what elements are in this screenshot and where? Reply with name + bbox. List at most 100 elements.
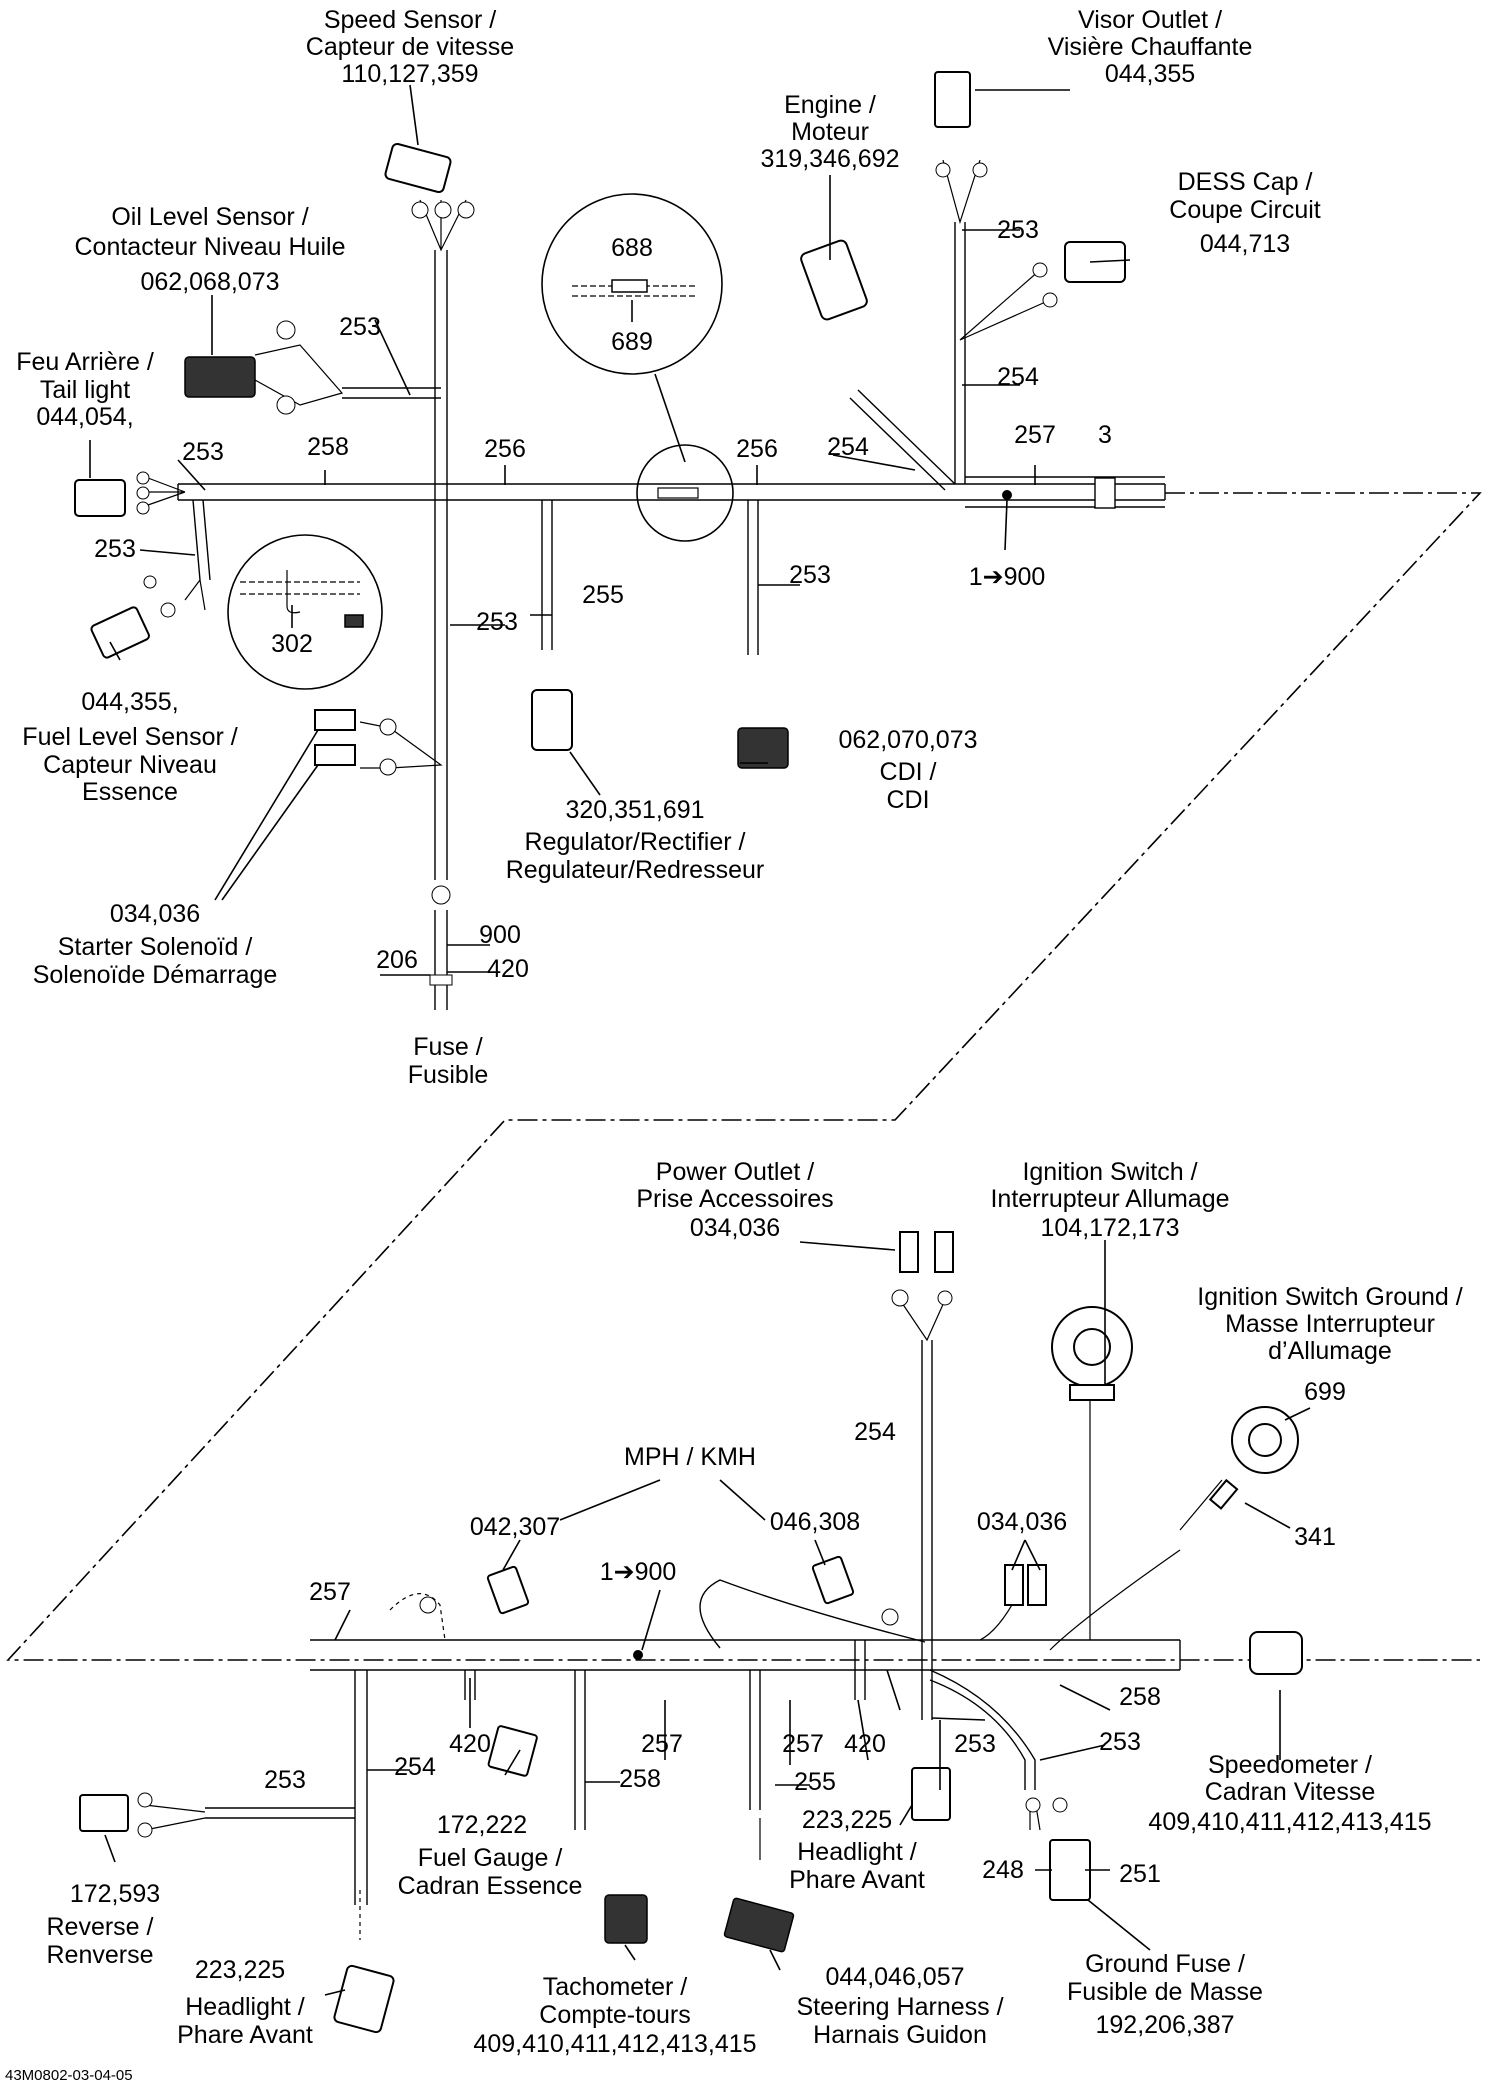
- ref-258: 258: [1119, 1683, 1161, 1711]
- starter-label-en: Starter Solenoïd /: [58, 933, 253, 961]
- steering-harness-connector: [723, 1897, 795, 1953]
- tail-light-connector: [74, 471, 150, 517]
- engine-label-fr: Moteur: [791, 118, 869, 146]
- ref-420: 420: [487, 955, 529, 983]
- speed-sensor-parts: 110,127,359: [341, 60, 478, 88]
- connector-034-036: [1004, 1564, 1047, 1606]
- headlight-left-label-en: Headlight /: [185, 1993, 305, 2021]
- regulator-label-en: Regulator/Rectifier /: [525, 828, 746, 856]
- visor-outlet-label-fr: Visière Chauffante: [1048, 33, 1253, 61]
- ref-257: 257: [309, 1578, 351, 1606]
- dess-cap-label-en: DESS Cap /: [1178, 168, 1313, 196]
- diagram-id: 43M0802-03-04-05: [5, 2067, 133, 2084]
- fuel-level-label-en: Fuel Level Sensor /: [22, 723, 237, 751]
- ref-257: 257: [641, 1730, 683, 1758]
- headlight-right-connector: [911, 1767, 951, 1821]
- dess-cap-connector: [1032, 241, 1126, 308]
- tail-light-label-en: Tail light: [40, 376, 130, 404]
- speedometer-connector: [1249, 1631, 1303, 1675]
- zoom-detail-688: 688 689: [541, 193, 734, 542]
- ref-206: 206: [376, 946, 418, 974]
- tie-3: [1094, 477, 1116, 509]
- regulator-label-fr: Regulateur/Redresseur: [506, 856, 764, 884]
- reverse-label-en: Reverse /: [47, 1913, 154, 1941]
- ref-256: 256: [736, 435, 778, 463]
- fuse-label-en: Fuse /: [413, 1033, 483, 1061]
- ref-900: 900: [479, 921, 521, 949]
- labels-top: Speed Sensor / Capteur de vitesse 110,12…: [16, 6, 1321, 1089]
- fuel-level-parts: 044,355,: [81, 688, 178, 716]
- visor-outlet-connector: [934, 71, 988, 178]
- speedometer-parts: 409,410,411,412,413,415: [1148, 1808, 1431, 1836]
- speedometer-label-fr: Cadran Vitesse: [1205, 1778, 1375, 1806]
- ref-253: 253: [264, 1766, 306, 1794]
- ref-253: 253: [1099, 1728, 1141, 1756]
- main-harness-bottom: [144, 1299, 1223, 1940]
- tachometer-label-fr: Compte-tours: [539, 2001, 690, 2029]
- ref-254: 254: [394, 1753, 436, 1781]
- tachometer-parts: 409,410,411,412,413,415: [473, 2030, 756, 2058]
- tail-light-parts: 044,054,: [36, 403, 133, 431]
- steering-label-fr: Harnais Guidon: [813, 2021, 987, 2049]
- ignition-switch-parts: 104,172,173: [1040, 1214, 1179, 1242]
- ref-689: 689: [611, 328, 653, 356]
- reverse-parts: 172,593: [70, 1880, 160, 1908]
- power-outlet-parts: 034,036: [690, 1214, 780, 1242]
- ref-253: 253: [476, 608, 518, 636]
- fuel-level-connector: [90, 575, 176, 659]
- splice-dot: [1002, 490, 1012, 500]
- speedometer-label-en: Speedometer /: [1208, 1751, 1372, 1779]
- engine-connector: [800, 239, 868, 321]
- fuel-gauge-connector: [487, 1725, 538, 1777]
- fuel-gauge-parts: 172,222: [437, 1811, 527, 1839]
- ground-fuse-label-en: Ground Fuse /: [1085, 1950, 1245, 1978]
- visor-outlet-parts: 044,355: [1105, 60, 1195, 88]
- wire-tag: [431, 885, 451, 905]
- main-harness-top: [147, 159, 1166, 1010]
- power-outlet-label-fr: Prise Accessoires: [636, 1185, 833, 1213]
- fuel-level-label-fr1: Capteur Niveau: [43, 751, 217, 779]
- steering-parts: 044,046,057: [825, 1963, 964, 1991]
- ref-254: 254: [827, 433, 869, 461]
- regulator-connector: [531, 689, 573, 751]
- headlight-left-connector: [333, 1964, 395, 2034]
- oil-level-label-fr: Contacteur Niveau Huile: [75, 233, 346, 261]
- steering-label-en: Steering Harness /: [796, 1993, 1003, 2021]
- ref-699: 699: [1304, 1378, 1346, 1406]
- ref-257: 257: [782, 1730, 824, 1758]
- speed-sensor-connector: [384, 142, 475, 219]
- ref-688: 688: [611, 234, 653, 262]
- ref-254: 254: [854, 1418, 896, 1446]
- ref-341: 341: [1294, 1523, 1336, 1551]
- power-outlet-connector: [891, 1231, 954, 1307]
- visor-outlet-label-en: Visor Outlet /: [1078, 6, 1222, 34]
- power-outlet-label-en: Power Outlet /: [656, 1158, 814, 1186]
- fuel-gauge-label-fr: Cadran Essence: [398, 1872, 583, 1900]
- ref-253: 253: [954, 1730, 996, 1758]
- dess-cap-parts: 044,713: [1200, 230, 1290, 258]
- ref-3: 3: [1098, 421, 1112, 449]
- fuse-holder: [429, 974, 453, 986]
- connector-034-036-parts: 034,036: [977, 1508, 1067, 1536]
- ref-255: 255: [794, 1768, 836, 1796]
- ref-420: 420: [844, 1730, 886, 1758]
- ignition-ground-label-fr2: d’Allumage: [1268, 1337, 1392, 1365]
- leaders-bottom: [104, 1240, 1311, 1996]
- ignition-switch-label-en: Ignition Switch /: [1022, 1158, 1197, 1186]
- ground-fuse-connector: [1025, 1797, 1091, 1901]
- labels-bottom: Power Outlet / Prise Accessoires 034,036…: [5, 1158, 1463, 2084]
- tachometer-connector: [604, 1894, 648, 1944]
- fuel-gauge-label-en: Fuel Gauge /: [418, 1844, 563, 1872]
- reverse-label-fr: Renverse: [47, 1941, 154, 1969]
- ref-420: 420: [449, 1730, 491, 1758]
- speed-sensor-046-connector: [811, 1555, 899, 1626]
- speed-sensor-042-connector: [419, 1565, 530, 1615]
- regulator-parts: 320,351,691: [565, 796, 704, 824]
- ignition-switch-label-fr: Interrupteur Allumage: [990, 1185, 1229, 1213]
- ref-254: 254: [997, 363, 1039, 391]
- ref-1-900: 1➔900: [969, 563, 1046, 591]
- speed-sensor-046-parts: 046,308: [770, 1508, 860, 1536]
- ref-248: 248: [982, 1856, 1024, 1884]
- speed-sensor-label-en: Speed Sensor /: [324, 6, 496, 34]
